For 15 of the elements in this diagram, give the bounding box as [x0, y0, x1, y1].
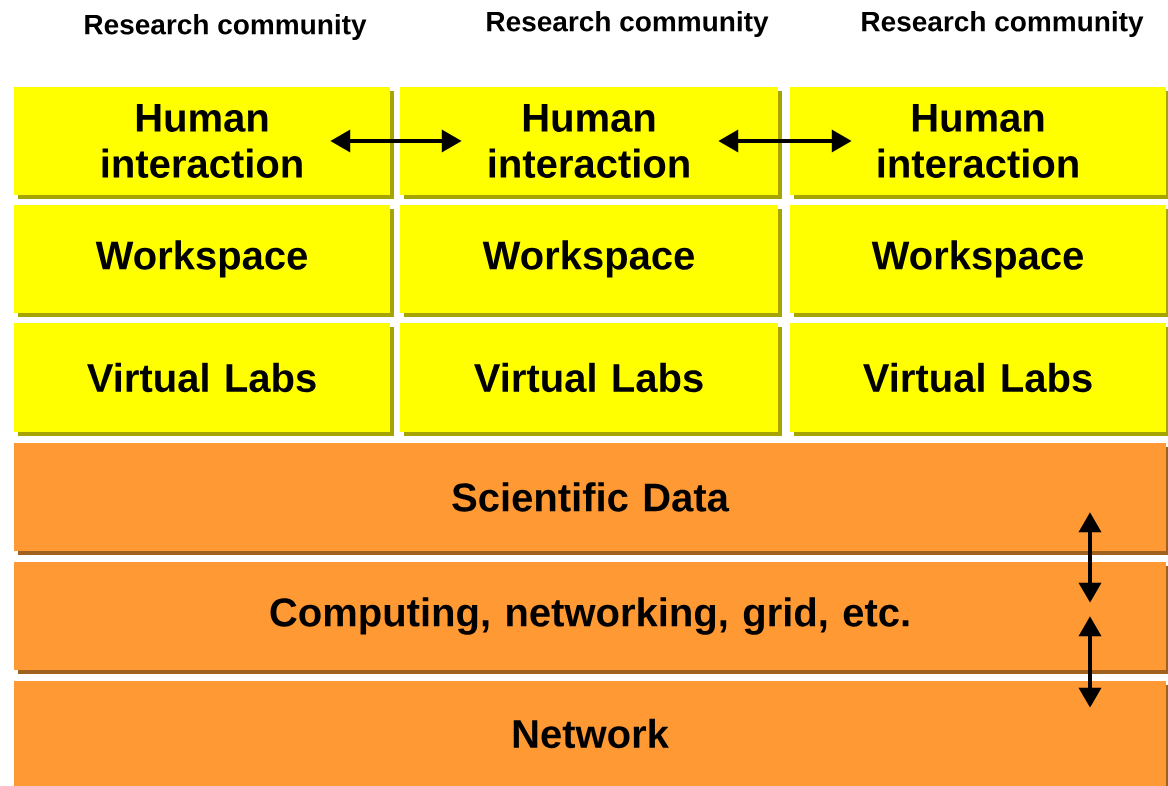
layer-box: Workspace	[790, 205, 1168, 317]
layer-box: Virtual Labs	[790, 323, 1168, 436]
layer-box: Human interaction	[14, 87, 394, 199]
layer-box: Workspace	[400, 205, 782, 317]
column-heading: Research community	[85, 13, 367, 41]
layer-box: Workspace	[14, 205, 394, 317]
layer-box: Human interaction	[400, 87, 782, 199]
layer-box: Virtual Labs	[14, 323, 394, 436]
column-heading: Research community	[487, 10, 769, 38]
layer-box: Virtual Labs	[400, 323, 782, 436]
column-heading: Research community	[862, 10, 1144, 38]
layer-band: Computing, networking, grid, etc.	[14, 562, 1168, 674]
layer-band: Scientific Data	[14, 443, 1168, 555]
layer-band: Network	[14, 681, 1168, 786]
layer-box: Human interaction	[790, 87, 1168, 199]
